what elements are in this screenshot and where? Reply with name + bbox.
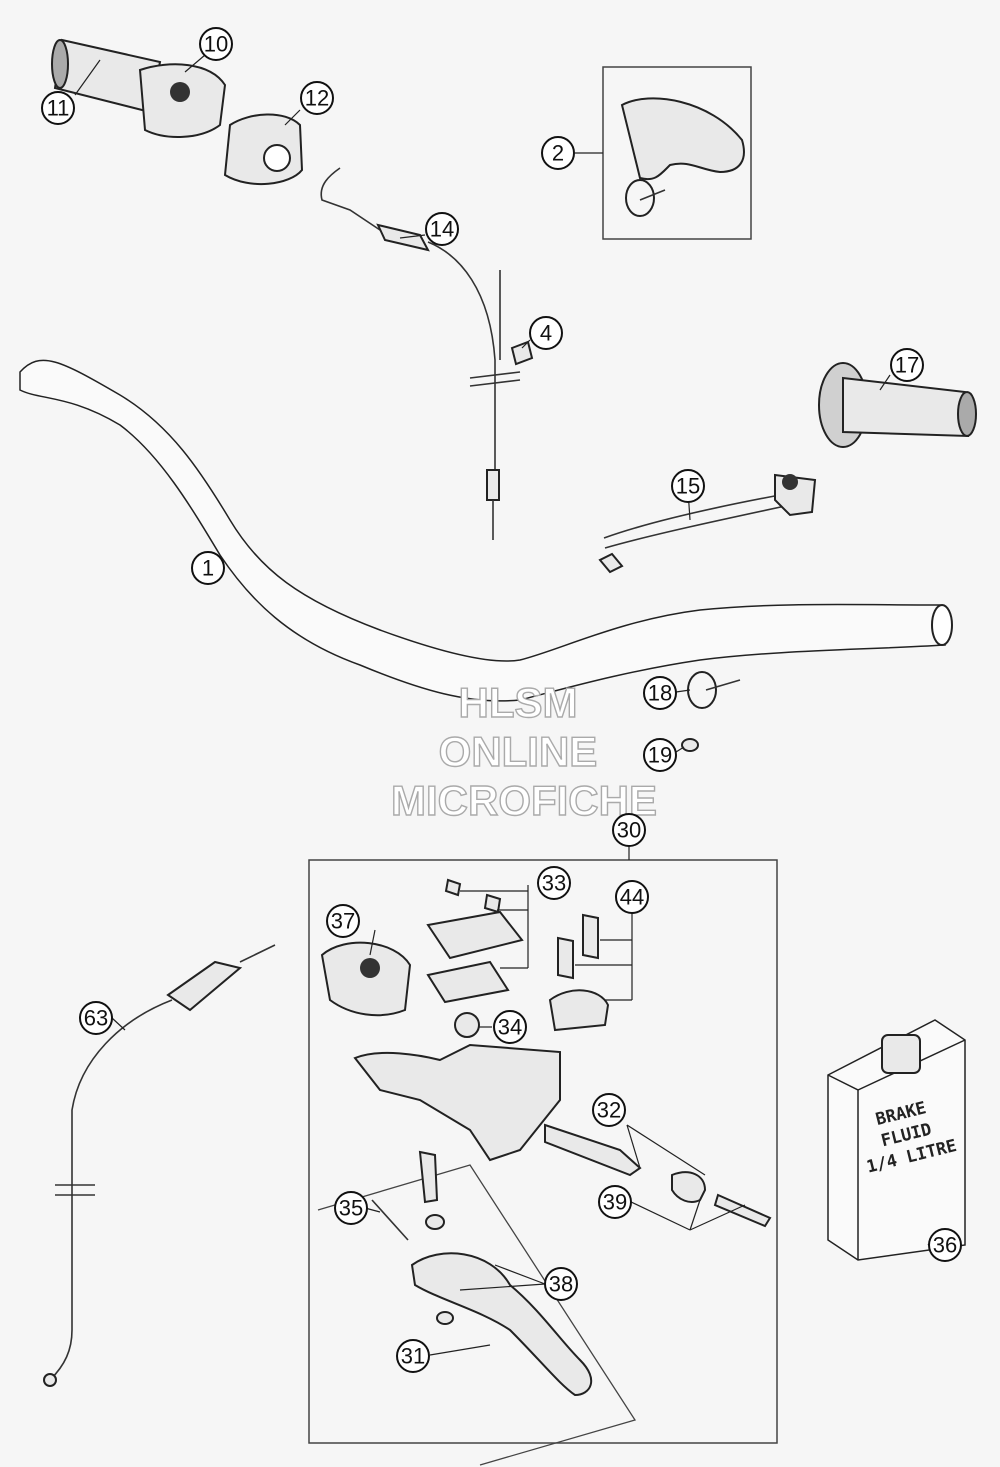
callout-31: 31 (396, 1339, 430, 1373)
callout-14: 14 (425, 212, 459, 246)
cable-14 (320, 167, 521, 540)
svg-text:15: 15 (676, 474, 700, 499)
master-cylinder-parts (317, 878, 772, 1466)
callout-4: 4 (529, 316, 563, 350)
callout-1: 1 (191, 551, 225, 585)
svg-text:19: 19 (648, 743, 672, 768)
watermark: HLSM ONLINE MICROFICHE (390, 678, 657, 824)
leader-lines (74, 54, 941, 1356)
callout-36: 36 (928, 1228, 962, 1262)
callout-39: 39 (598, 1185, 632, 1219)
svg-text:2: 2 (552, 141, 564, 166)
svg-text:32: 32 (597, 1098, 621, 1123)
svg-text:31: 31 (401, 1344, 425, 1369)
svg-text:4: 4 (540, 321, 552, 346)
svg-text:14: 14 (430, 217, 454, 242)
watermark-line1: HLSM (459, 679, 578, 726)
callout-63: 63 (79, 1001, 113, 1035)
right-grip (818, 362, 977, 448)
nut-19 (681, 738, 699, 752)
svg-text:37: 37 (331, 909, 355, 934)
svg-text:39: 39 (603, 1190, 627, 1215)
switch-15 (598, 473, 817, 574)
brake-fluid-bottle: BRAKE FLUID 1/4 LITRE (827, 1019, 966, 1261)
callout-11: 11 (41, 91, 75, 125)
callout-19: 19 (643, 738, 677, 772)
callout-17: 17 (890, 348, 924, 382)
callout-37: 37 (326, 904, 360, 938)
nut-4 (510, 340, 534, 366)
callout-38: 38 (544, 1267, 578, 1301)
svg-text:44: 44 (620, 885, 644, 910)
svg-text:12: 12 (305, 86, 329, 111)
callout-32: 32 (592, 1093, 626, 1127)
handlebar (19, 359, 953, 702)
watermark-line3: MICROFICHE (391, 777, 657, 824)
svg-text:63: 63 (84, 1006, 108, 1031)
svg-text:36: 36 (933, 1233, 957, 1258)
throttle-cover (223, 113, 304, 186)
callout-10: 10 (199, 27, 233, 61)
callout-34: 34 (493, 1010, 527, 1044)
svg-text:34: 34 (498, 1015, 522, 1040)
watermark-line2: ONLINE (439, 728, 598, 775)
handguard-bracket (620, 97, 745, 217)
brake-line-63 (43, 944, 276, 1387)
callout-44: 44 (615, 880, 649, 914)
svg-text:11: 11 (47, 96, 70, 121)
svg-text:33: 33 (542, 871, 566, 896)
svg-text:17: 17 (895, 353, 919, 378)
throttle-grip (51, 38, 227, 138)
callout-12: 12 (300, 81, 334, 115)
svg-text:38: 38 (549, 1272, 573, 1297)
callout-35: 35 (334, 1191, 368, 1225)
master-cylinder-box (308, 859, 778, 1444)
svg-text:10: 10 (204, 32, 228, 57)
callout-30: 30 (612, 813, 646, 847)
svg-text:30: 30 (617, 818, 641, 843)
svg-text:18: 18 (648, 681, 672, 706)
callout-33: 33 (537, 866, 571, 900)
callout-18: 18 (643, 676, 677, 710)
svg-text:35: 35 (339, 1196, 363, 1221)
callout-2: 2 (541, 136, 575, 170)
svg-text:1: 1 (202, 556, 214, 581)
cable-tie-18 (687, 671, 741, 709)
callout-15: 15 (671, 469, 705, 503)
